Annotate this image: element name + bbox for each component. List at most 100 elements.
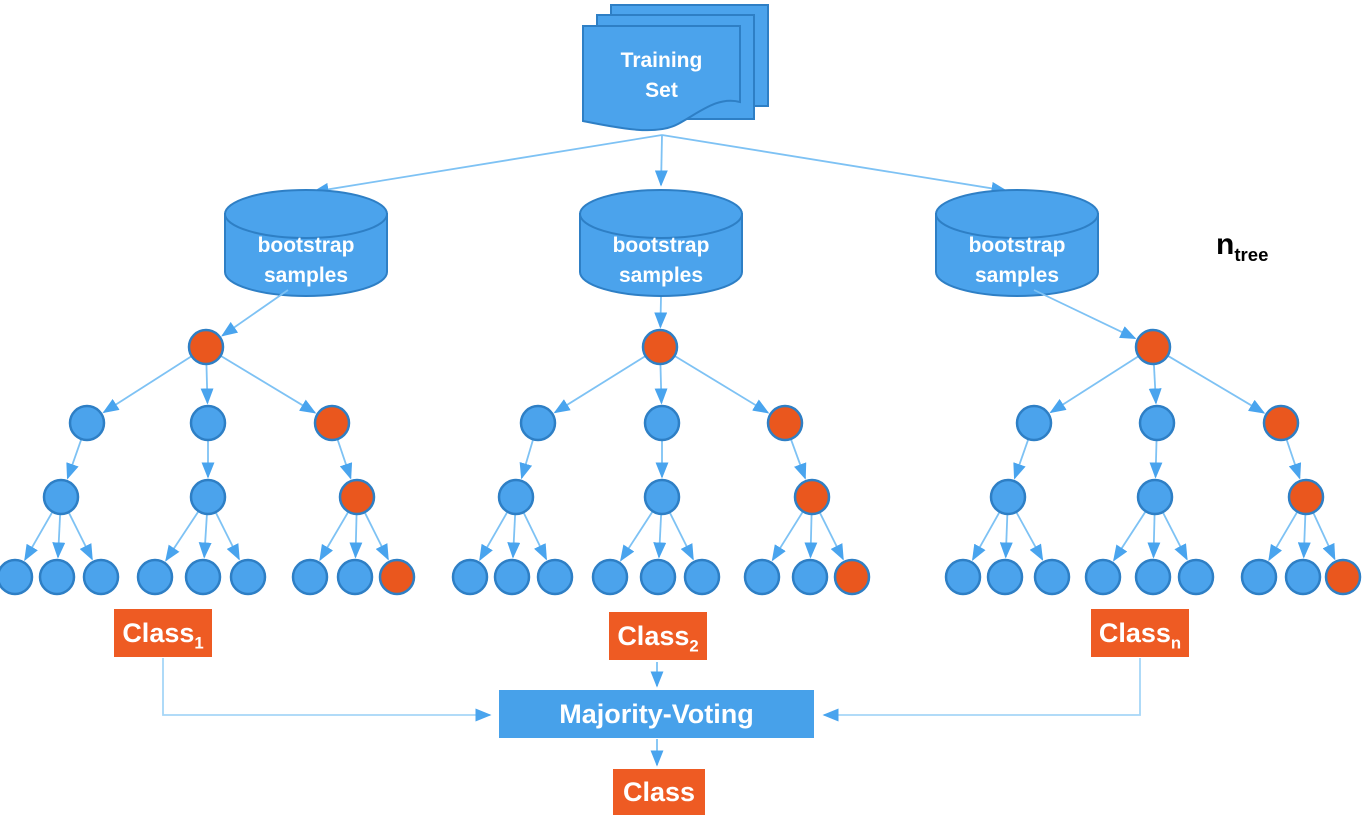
arrow-bootstrap2-to-root (654, 296, 668, 329)
connector-class1-to-voting (162, 658, 492, 722)
tree-3-root-node (1134, 328, 1172, 366)
tree-1-leaf-node-1-3 (82, 558, 120, 596)
tree-3-leaf-node-2-2 (1134, 558, 1172, 596)
tree-1-edge-l2-l3-1 (66, 438, 83, 480)
tree-2-level2-node-1 (519, 404, 557, 442)
n-tree-annotation: ntree (1216, 228, 1336, 266)
bootstrap-samples-label-2: bootstrap samples (576, 231, 746, 291)
tree-1-level2-node-3 (313, 404, 351, 442)
bootstrap-samples-label-3: bootstrap samples (932, 231, 1102, 291)
arrow-bootstrap1-to-root (221, 289, 289, 337)
tree-1-edge-l3-leaf-3-2 (349, 513, 363, 559)
class-n-label: Class (1098, 618, 1171, 648)
tree-3-edge-l2-l3-3 (1285, 438, 1302, 480)
tree-3-edge-l2-l3-2 (1149, 439, 1163, 479)
tree-3-level3-node-1 (989, 478, 1027, 516)
class-n-sub: n (1170, 633, 1182, 653)
tree-2-level3-node-1 (497, 478, 535, 516)
tree-2-edge-root-l2-2 (654, 363, 668, 405)
tree-1-leaf-node-2-1 (136, 558, 174, 596)
n-tree-base: n (1216, 228, 1235, 261)
arrow-trainingset-to-bootstrap-1 (312, 134, 663, 196)
tree-2-leaf-node-3-3 (833, 558, 871, 596)
arrow-trainingset-to-bootstrap-2 (654, 134, 668, 187)
tree-2-edge-root-l2-3 (674, 355, 770, 414)
tree-3-edge-l2-l3-1 (1013, 438, 1030, 480)
bootstrap-line1: bootstrap (612, 234, 710, 257)
tree-3-edge-l3-leaf-3-2 (1297, 513, 1311, 559)
tree-2-edge-l3-leaf-2-1 (620, 510, 654, 562)
tree-1-edge-l3-leaf-2-1 (165, 510, 200, 562)
tree-3-level2-node-3 (1262, 404, 1300, 442)
tree-2-level2-node-2 (643, 404, 681, 442)
class-1-sub: 1 (194, 633, 204, 653)
tree-3-edge-l3-leaf-2-2 (1147, 513, 1161, 559)
tree-3-leaf-node-3-2 (1284, 558, 1322, 596)
tree-3-edge-l3-leaf-3-3 (1312, 512, 1336, 561)
tree-1-edge-l3-leaf-1-1 (24, 511, 54, 562)
training-set-label: Training Set (583, 46, 740, 106)
tree-1-leaf-node-2-3 (229, 558, 267, 596)
tree-3-leaf-node-2-1 (1084, 558, 1122, 596)
training-set-document (582, 25, 741, 132)
class-n-box: Classn (1091, 609, 1189, 657)
tree-3-edge-root-l2-1 (1049, 355, 1140, 414)
connector-classn-to-voting (822, 658, 1141, 722)
class-2-label: Class (617, 621, 690, 651)
tree-3-leaf-node-1-1 (944, 558, 982, 596)
tree-2-edge-l2-l3-1 (519, 439, 535, 480)
tree-3-leaf-node-3-3 (1324, 558, 1362, 596)
tree-1-leaf-node-3-1 (291, 558, 329, 596)
bootstrap-cylinder-3-top (935, 189, 1099, 239)
tree-3-leaf-node-1-2 (986, 558, 1024, 596)
tree-2-leaf-node-1-3 (536, 558, 574, 596)
tree-1-edge-root-l2-3 (220, 355, 317, 414)
tree-1-level3-node-2 (189, 478, 227, 516)
training-set-line2: Set (645, 79, 678, 102)
tree-3-leaf-node-2-3 (1177, 558, 1215, 596)
tree-1-leaf-node-3-2 (336, 558, 374, 596)
bootstrap-samples-label-1: bootstrap samples (221, 231, 391, 291)
arrow-bootstrap3-to-root (1033, 289, 1137, 340)
tree-3-level3-node-3 (1287, 478, 1325, 516)
tree-2-edge-l3-leaf-3-3 (818, 511, 844, 561)
tree-1-leaf-node-1-2 (38, 558, 76, 596)
tree-1-edge-l3-leaf-3-3 (363, 511, 389, 561)
tree-1-level2-node-2 (189, 404, 227, 442)
tree-2-leaf-node-1-2 (493, 558, 531, 596)
bootstrap-cylinder-2-top (579, 189, 743, 239)
tree-3-leaf-node-3-1 (1240, 558, 1278, 596)
tree-3-level3-node-2 (1136, 478, 1174, 516)
tree-2-leaf-node-3-1 (743, 558, 781, 596)
tree-3-edge-root-l2-2 (1148, 363, 1162, 405)
tree-2-edge-l3-leaf-2-2 (653, 513, 667, 559)
tree-3-edge-l3-leaf-1-3 (1015, 511, 1044, 561)
tree-2-level2-node-3 (766, 404, 804, 442)
class-1-box: Class1 (114, 609, 212, 657)
tree-1-leaf-node-2-2 (184, 558, 222, 596)
tree-2-edge-l3-leaf-1-3 (522, 511, 548, 561)
tree-2-edge-l3-leaf-3-1 (771, 510, 804, 562)
tree-1-edge-l2-l3-3 (336, 438, 353, 480)
tree-2-edge-root-l2-1 (553, 355, 647, 414)
tree-1-root-node (187, 328, 225, 366)
tree-2-leaf-node-2-2 (639, 558, 677, 596)
tree-2-leaf-node-3-2 (791, 558, 829, 596)
tree-3-level2-node-2 (1138, 404, 1176, 442)
majority-voting-label: Majority-Voting (559, 699, 754, 729)
n-tree-sub: tree (1234, 244, 1269, 265)
tree-1-level3-node-1 (42, 478, 80, 516)
tree-3-leaf-node-1-3 (1033, 558, 1071, 596)
tree-3-edge-l3-leaf-2-3 (1161, 511, 1188, 561)
class-2-sub: 2 (689, 636, 699, 656)
final-class-label: Class (622, 777, 696, 807)
majority-voting-box: Majority-Voting (499, 690, 814, 738)
tree-2-edge-l3-leaf-1-1 (479, 511, 509, 562)
tree-2-level3-node-3 (793, 478, 831, 516)
tree-1-leaf-node-3-3 (378, 558, 416, 596)
arrow-trainingset-to-bootstrap-3 (661, 134, 1008, 195)
final-class-box: Class (613, 769, 705, 815)
bootstrap-cylinder-1-top (224, 189, 388, 239)
